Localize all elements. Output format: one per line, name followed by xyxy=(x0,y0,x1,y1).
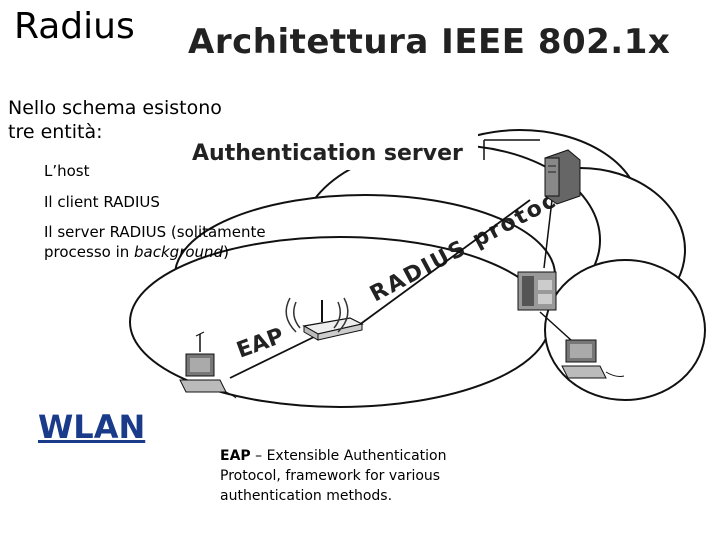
router-rack-icon xyxy=(518,272,556,310)
wlan-link[interactable]: WLAN xyxy=(38,408,145,446)
entity-item-radius-client: Il client RADIUS xyxy=(44,191,294,213)
server-icon xyxy=(545,150,580,204)
eap-note-definition: – Extensible Authentication Protocol, fr… xyxy=(220,448,446,504)
entity-3-italic: background xyxy=(134,243,223,261)
eap-note-term: EAP xyxy=(220,448,251,464)
cell-ellipse-6 xyxy=(545,260,705,400)
entity-3-tail: ) xyxy=(223,243,229,261)
entity-item-host: L’host xyxy=(44,160,294,182)
eap-note: EAP – Extensible Authentication Protocol… xyxy=(220,446,470,506)
entity-list: L’host Il client RADIUS Il server RADIUS… xyxy=(44,160,294,271)
entity-item-radius-server: Il server RADIUS (solitamente processo i… xyxy=(44,222,294,262)
intro-text: Nello schema esistono tre entità: xyxy=(8,96,248,144)
